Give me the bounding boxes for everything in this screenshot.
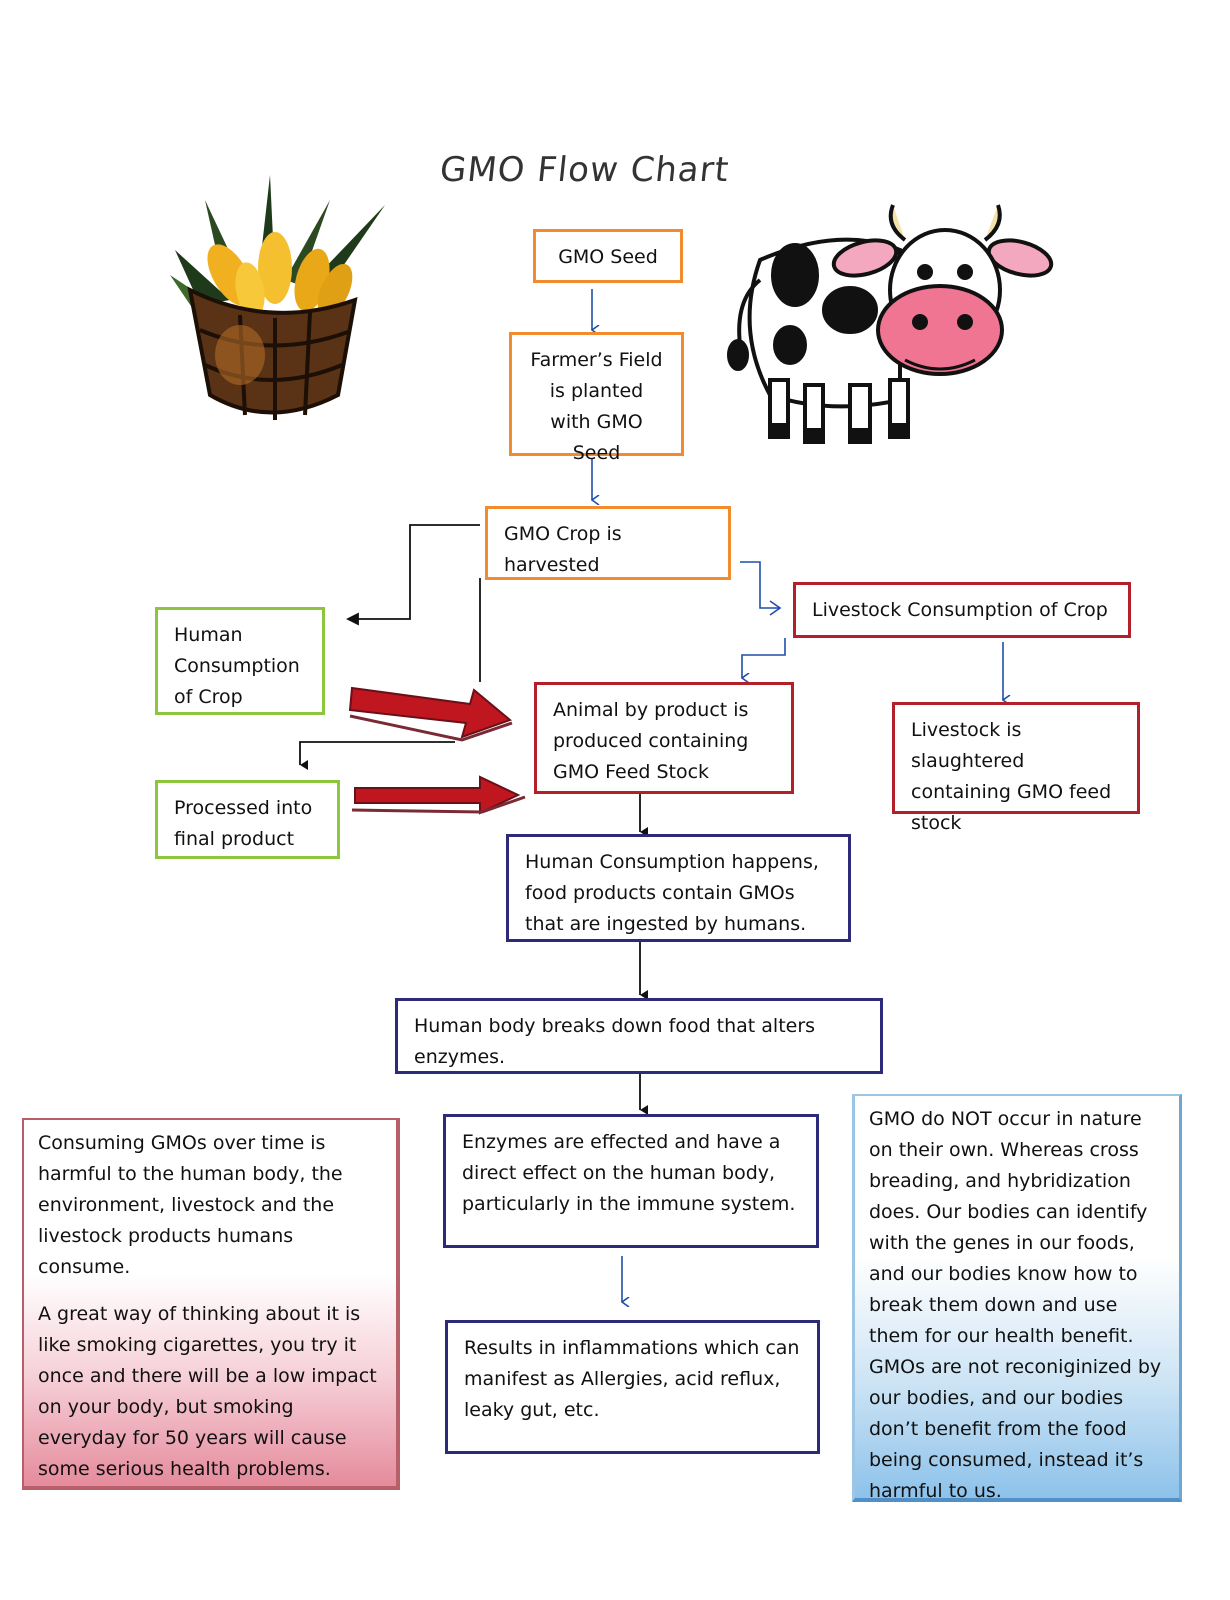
note-gmo-nature-text: GMO do NOT occur in nature on their own.…	[869, 1108, 1162, 1502]
node-animal-byproduct: Animal by product is produced containing…	[534, 682, 794, 794]
note-harmful-paragraph-1: Consuming GMOs over time is harmful to t…	[38, 1132, 343, 1278]
node-enzymes: Enzymes are effected and have a direct e…	[443, 1114, 819, 1248]
note-gmo-nature: GMO do NOT occur in nature on their own.…	[852, 1094, 1182, 1502]
node-crop-harvested: GMO Crop is harvested	[485, 506, 731, 580]
arrow-livestock-to-byproduct	[742, 638, 786, 678]
node-results: Results in inflammations which can manif…	[445, 1320, 820, 1454]
node-livestock-slaughtered: Livestock is slaughtered containing GMO …	[892, 702, 1140, 834]
node-gmo-seed: GMO Seed	[533, 229, 683, 283]
arrow-harvest-to-livestock	[740, 561, 780, 609]
big-arrow-processed-to-byproduct	[351, 775, 526, 815]
node-farmers-field: Farmer’s Field is planted with GMO Seed	[509, 332, 684, 464]
node-human-consumption-happens: Human Consumption happens, food products…	[506, 834, 851, 942]
node-body-breaks-down: Human body breaks down food that alters …	[395, 998, 883, 1074]
node-processed: Processed into final product	[155, 780, 340, 859]
arrow-harvest-to-human-crop	[348, 524, 480, 620]
node-livestock-consumption: Livestock Consumption of Crop	[793, 582, 1131, 638]
big-arrow-human-crop-to-byproduct	[348, 686, 513, 742]
note-harmful-paragraph-2: A great way of thinking about it is like…	[38, 1303, 377, 1480]
note-harmful-effects: Consuming GMOs over time is harmful to t…	[22, 1118, 400, 1490]
arrow-to-processed	[299, 741, 455, 770]
node-human-consumption-crop: Human Consumption of Crop	[155, 607, 325, 715]
